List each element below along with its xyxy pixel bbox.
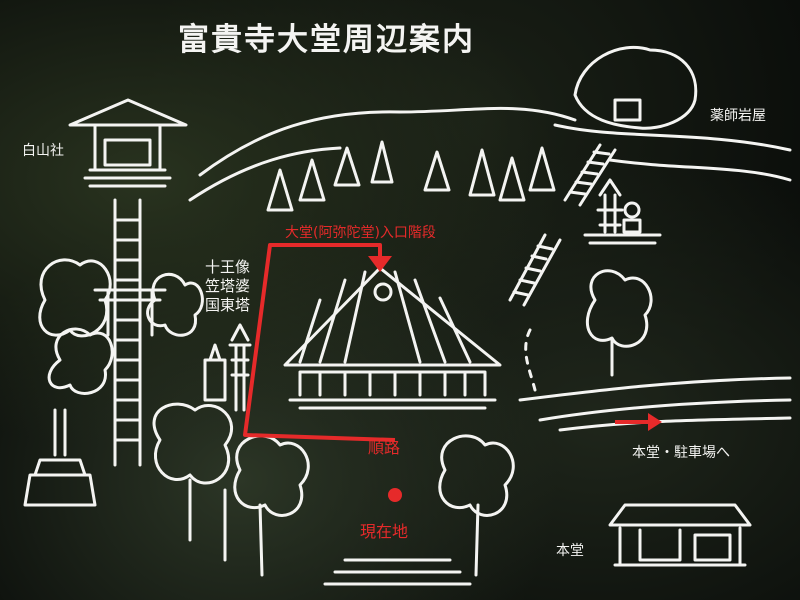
label-route: 順路	[368, 438, 401, 457]
path-line-2	[538, 398, 792, 422]
pagoda-cluster-right	[583, 178, 662, 245]
yakushi-rock	[573, 45, 698, 130]
stairs-hakusan	[113, 198, 142, 467]
route-line	[243, 243, 396, 442]
label-yakushi: 薬師岩屋	[710, 108, 766, 124]
current-location-icon	[388, 488, 402, 502]
label-entrance: 大堂(阿弥陀堂)入口階段	[285, 225, 436, 241]
cedar-grove	[266, 140, 556, 212]
entrance-arrowhead	[368, 256, 392, 272]
hondo-building	[608, 503, 752, 567]
label-hakusan: 白山社	[22, 143, 64, 159]
tree-group	[38, 258, 653, 577]
direction-arrow-icon	[615, 413, 662, 431]
hill-line	[553, 123, 792, 152]
statue-group-left	[203, 323, 252, 412]
ridge-line-lower	[188, 146, 342, 202]
page-title: 富貴寺大堂周辺案内	[178, 22, 475, 58]
label-kasatoba: 笠塔婆	[205, 277, 251, 295]
label-hondo: 本堂	[556, 543, 584, 559]
stairs-upper	[563, 143, 617, 207]
hill-line-lower	[608, 158, 792, 182]
label-current: 現在地	[360, 522, 409, 541]
path-line-1	[518, 376, 792, 402]
path-line-3	[558, 416, 792, 432]
label-juo: 十王像	[205, 258, 251, 276]
hakusan-shrine	[68, 98, 188, 188]
dotted-path	[524, 328, 537, 392]
odo-hall	[283, 266, 502, 410]
entry-steps	[323, 558, 472, 586]
stone-pagoda-left	[23, 408, 97, 507]
label-to-hondo: 本堂・駐車場へ	[632, 445, 730, 461]
label-statues: 十王像 笠塔婆 国東塔	[205, 258, 250, 315]
ridge-line	[198, 106, 577, 177]
label-kunisakito: 国東塔	[205, 296, 251, 314]
stairs-middle	[508, 233, 562, 307]
torii-gate	[93, 288, 167, 337]
